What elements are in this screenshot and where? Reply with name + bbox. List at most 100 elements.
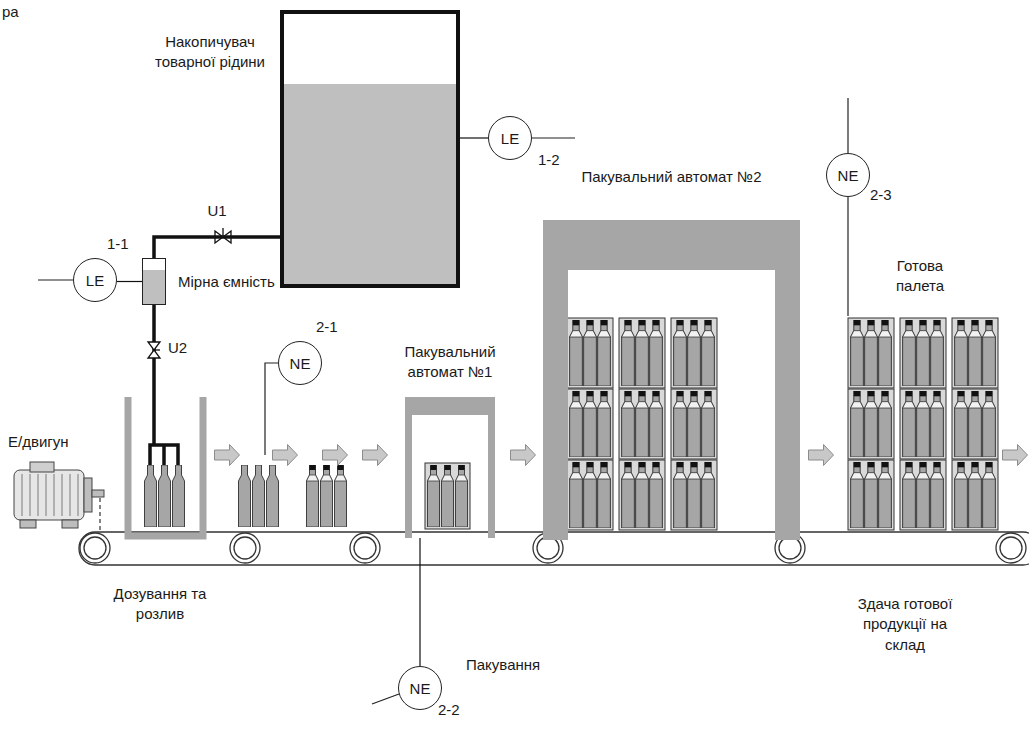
bottle (702, 320, 715, 386)
bottle (622, 391, 635, 457)
bottle (865, 462, 878, 528)
process-label: Готова палета (880, 256, 960, 297)
packing-machine-outline (543, 220, 800, 540)
bottle-pack (567, 318, 613, 388)
process-label: Дозування та розлив (100, 584, 220, 625)
measuring-vessel: Мірна ємність (142, 258, 166, 305)
bottle (931, 320, 944, 386)
sensor-code: NE (398, 666, 442, 710)
bottle (598, 320, 611, 386)
bottle (955, 462, 968, 528)
packing-machine: Пакувальний автомат №2 (543, 220, 800, 540)
bottle (917, 462, 930, 528)
bottle-pack (619, 460, 665, 530)
bottle (851, 462, 864, 528)
bottle (598, 462, 611, 528)
motor-fin (46, 474, 47, 516)
signal-line (117, 281, 142, 282)
bottle-pack (848, 389, 894, 459)
bottle-pack (848, 460, 894, 530)
bottle (598, 391, 611, 457)
bottle-pack (671, 318, 717, 388)
bottle-pack (952, 318, 998, 388)
callout-number: 2-2 (438, 700, 478, 720)
process-label: Е/двигун (8, 432, 98, 452)
bottle (955, 391, 968, 457)
bottle-pack (848, 318, 894, 388)
packing-machine: Пакувальний автомат №1 (405, 397, 495, 538)
bottle (570, 391, 583, 457)
level-sensor: LE1-2 (488, 116, 532, 160)
bottle (851, 391, 864, 457)
bottle-pack (567, 460, 613, 530)
bottle (650, 462, 663, 528)
node-title: Пакувальний автомат №2 (543, 167, 800, 187)
bottle (688, 462, 701, 528)
bottle-pack (900, 460, 946, 530)
bottle (865, 320, 878, 386)
motor-fin (22, 474, 23, 516)
bottle (931, 462, 944, 528)
process-label: Пакування (466, 655, 566, 675)
bottle (650, 391, 663, 457)
bottle (674, 462, 687, 528)
bottle (865, 391, 878, 457)
motor-fin (38, 474, 39, 516)
bottle-pack (619, 318, 665, 388)
level-sensor: LE1-1 (73, 258, 117, 302)
count-sensor: NE2-3 (826, 153, 870, 197)
bottle-pack (900, 318, 946, 388)
process-label: ра (2, 2, 42, 22)
packing-machine-outline (405, 397, 495, 538)
bottle (622, 462, 635, 528)
bottle (636, 462, 649, 528)
bottle (702, 462, 715, 528)
bottle (983, 462, 996, 528)
bottle (903, 462, 916, 528)
bottle (688, 320, 701, 386)
bottle (969, 462, 982, 528)
motor-fin (54, 474, 55, 516)
bottle (650, 320, 663, 386)
process-label: U2 (168, 338, 208, 358)
signal-line (419, 538, 420, 666)
bottle (969, 391, 982, 457)
callout-number: 1-2 (538, 150, 578, 170)
bottle (584, 320, 597, 386)
bottle (969, 320, 982, 386)
bottle-pack (900, 389, 946, 459)
bottle-pack (671, 389, 717, 459)
bottle (674, 320, 687, 386)
count-sensor: NE2-2 (398, 666, 442, 710)
process-label: Здача готової продукції на склад (842, 594, 968, 655)
motor-fin (62, 474, 63, 516)
bottle (851, 320, 864, 386)
node-title: Накопичувач товарної рідини (146, 32, 274, 73)
bottle (688, 391, 701, 457)
bottle (917, 391, 930, 457)
bottle (903, 320, 916, 386)
bottle (931, 391, 944, 457)
bottle (584, 462, 597, 528)
bottle (636, 391, 649, 457)
bottle (584, 391, 597, 457)
callout-number: 1-1 (107, 234, 147, 254)
bottle (674, 391, 687, 457)
sensor-code: NE (278, 341, 322, 385)
bottle (879, 462, 892, 528)
bottle (879, 320, 892, 386)
callout-number: 2-1 (316, 317, 356, 337)
storage-tank-outline (280, 10, 460, 288)
bottle (636, 320, 649, 386)
motor-fin (78, 474, 79, 516)
measuring-vessel-outline (142, 258, 166, 305)
bottle (570, 320, 583, 386)
motor-fin (70, 474, 71, 516)
bottle (702, 391, 715, 457)
signal-line (460, 137, 488, 138)
node-title: Пакувальний автомат №1 (375, 342, 525, 383)
bottle-pack (567, 389, 613, 459)
pipe-line (154, 237, 280, 258)
bottle-pack (952, 389, 998, 459)
bottle-pack (619, 389, 665, 459)
